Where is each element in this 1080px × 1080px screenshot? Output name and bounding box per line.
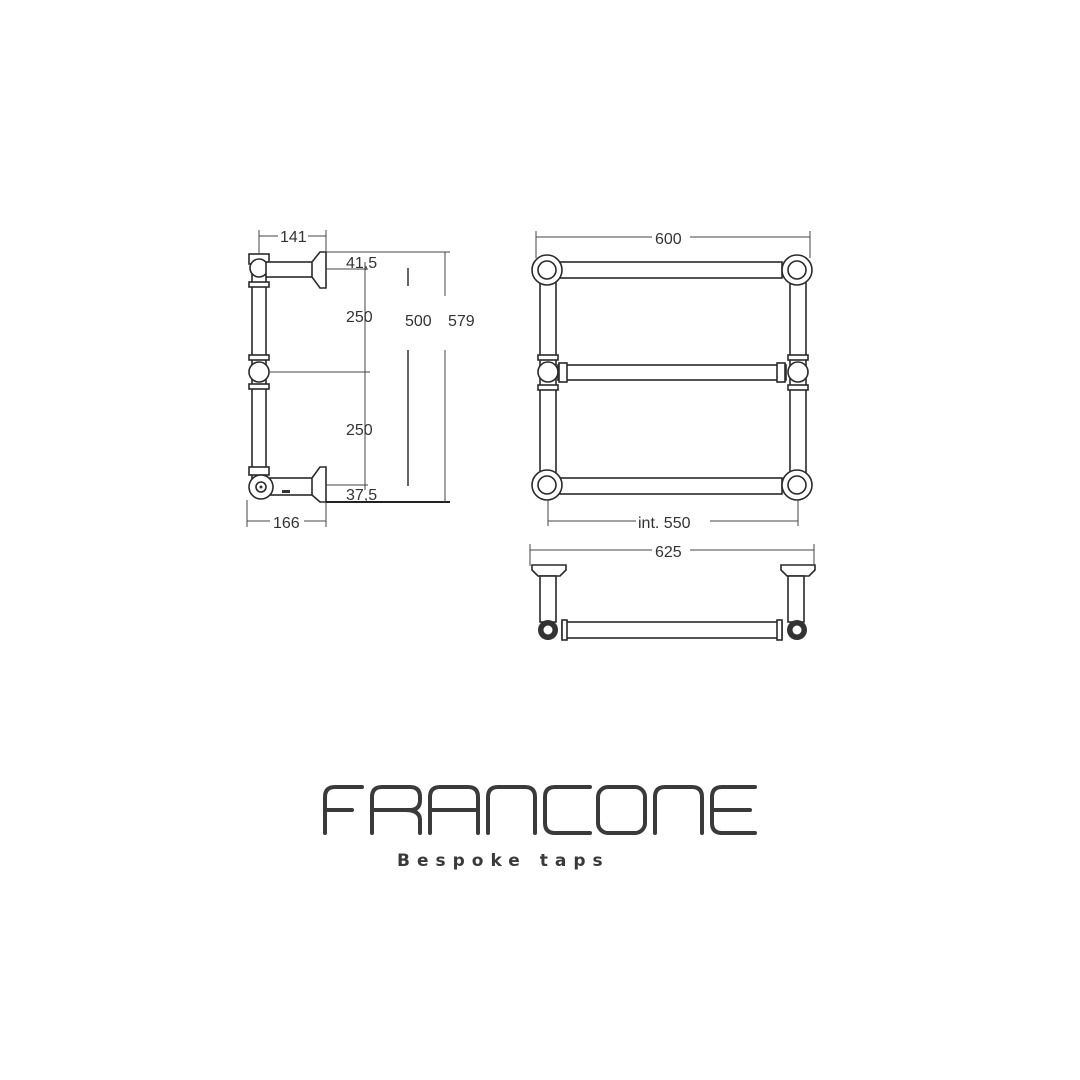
front-view-dimensions: 600 int. 550 — [535, 229, 811, 532]
dim-top-projection: 141 — [280, 229, 307, 246]
dim-upper-spacing: 250 — [346, 309, 373, 326]
top-view — [531, 564, 816, 641]
francone-logo — [323, 785, 757, 835]
dim-top-offset: 41,5 — [346, 255, 377, 272]
dim-bottom-projection: 166 — [273, 515, 300, 532]
dim-bottom-offset: 37,5 — [346, 487, 377, 504]
dim-internal-width: int. 550 — [638, 515, 691, 532]
top-view-dimensions: 625 — [529, 542, 815, 566]
dim-top-width: 625 — [655, 544, 682, 561]
side-view-dimensions: 41,5 250 250 37,5 500 579 141 166 — [246, 228, 475, 532]
corner-joints — [531, 254, 813, 501]
dim-overall-height: 579 — [448, 313, 475, 330]
dim-front-width: 600 — [655, 231, 682, 248]
front-view — [531, 254, 813, 501]
brand-tagline: Bespoke taps — [397, 851, 610, 871]
dim-lower-spacing: 250 — [346, 422, 373, 439]
side-view — [248, 251, 327, 503]
dim-centers-height: 500 — [405, 313, 432, 330]
